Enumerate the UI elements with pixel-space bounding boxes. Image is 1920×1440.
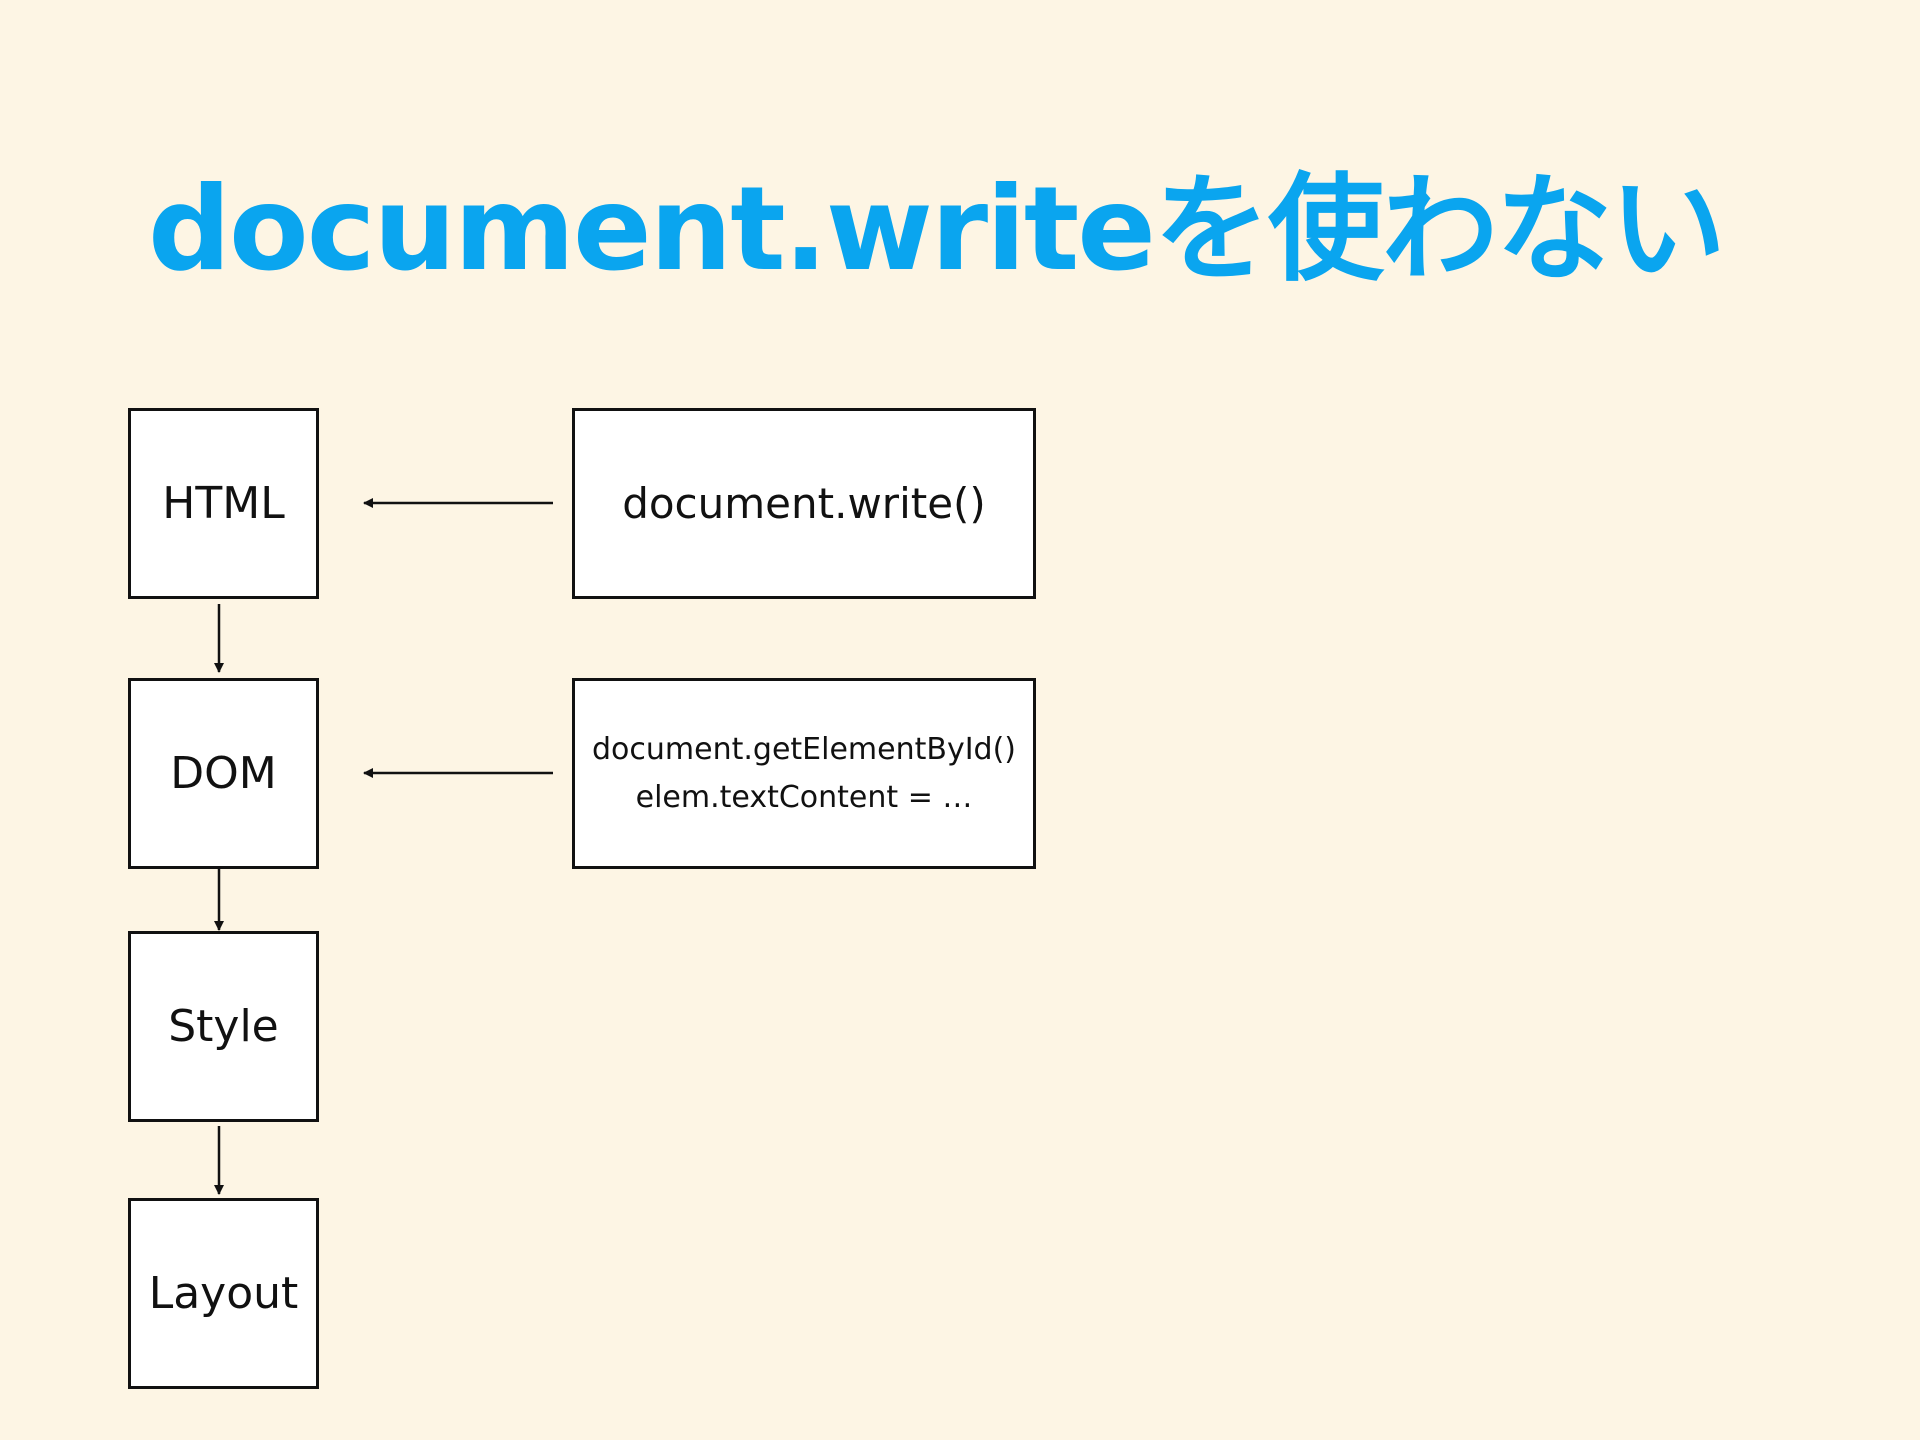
style-stage-box: Style: [128, 931, 319, 1122]
document-write-box: document.write(): [572, 408, 1036, 599]
dom-api-box: document.getElementById() elem.textConte…: [572, 678, 1036, 869]
dom-stage-box: DOM: [128, 678, 319, 869]
text-content-label: elem.textContent = …: [635, 779, 973, 815]
get-element-by-id-label: document.getElementById(): [592, 731, 1016, 767]
html-stage-box: HTML: [128, 408, 319, 599]
slide-title: document.writeを使わない: [148, 162, 1726, 297]
style-stage-label: Style: [168, 1001, 279, 1052]
layout-stage-label: Layout: [148, 1268, 299, 1319]
layout-stage-box: Layout: [128, 1198, 319, 1389]
document-write-label: document.write(): [622, 479, 986, 528]
html-stage-label: HTML: [162, 478, 285, 529]
dom-stage-label: DOM: [170, 748, 277, 799]
